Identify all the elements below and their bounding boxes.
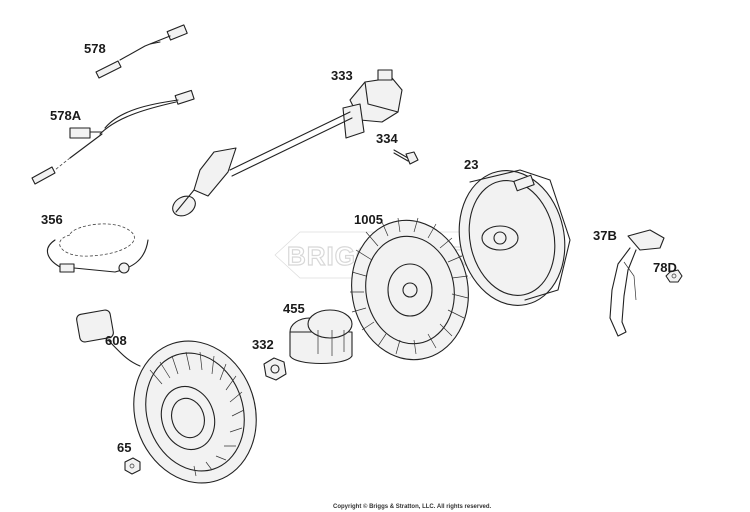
- copyright-text: Copyright © Briggs & Stratton, LLC. All …: [333, 503, 492, 510]
- label-23: 23: [464, 157, 478, 172]
- part-455-sleeve: [289, 309, 353, 364]
- part-78d-nut: [665, 269, 683, 283]
- part-578a-harness: [31, 89, 195, 185]
- label-37b: 37B: [593, 228, 617, 243]
- label-608: 608: [105, 333, 127, 348]
- label-65: 65: [117, 440, 131, 455]
- label-356: 356: [41, 212, 63, 227]
- part-578-wire: [95, 24, 188, 79]
- part-356-ground-wire: [46, 223, 149, 274]
- label-333: 333: [331, 68, 353, 83]
- label-578: 578: [84, 41, 106, 56]
- label-1005: 1005: [354, 212, 383, 227]
- part-332-nut: [263, 357, 287, 381]
- part-334-screw: [393, 149, 419, 165]
- label-578a: 578A: [50, 108, 82, 123]
- part-1005-flywheel: [350, 217, 469, 361]
- part-23-housing: [458, 169, 571, 306]
- label-78d: 78D: [653, 260, 677, 275]
- part-37b-bracket: [609, 229, 665, 337]
- part-608-recoil-starter: [76, 309, 257, 484]
- label-332: 332: [252, 337, 274, 352]
- part-65-screw: [124, 457, 141, 475]
- label-334: 334: [376, 131, 398, 146]
- label-455: 455: [283, 301, 305, 316]
- part-333-armature: [172, 69, 403, 217]
